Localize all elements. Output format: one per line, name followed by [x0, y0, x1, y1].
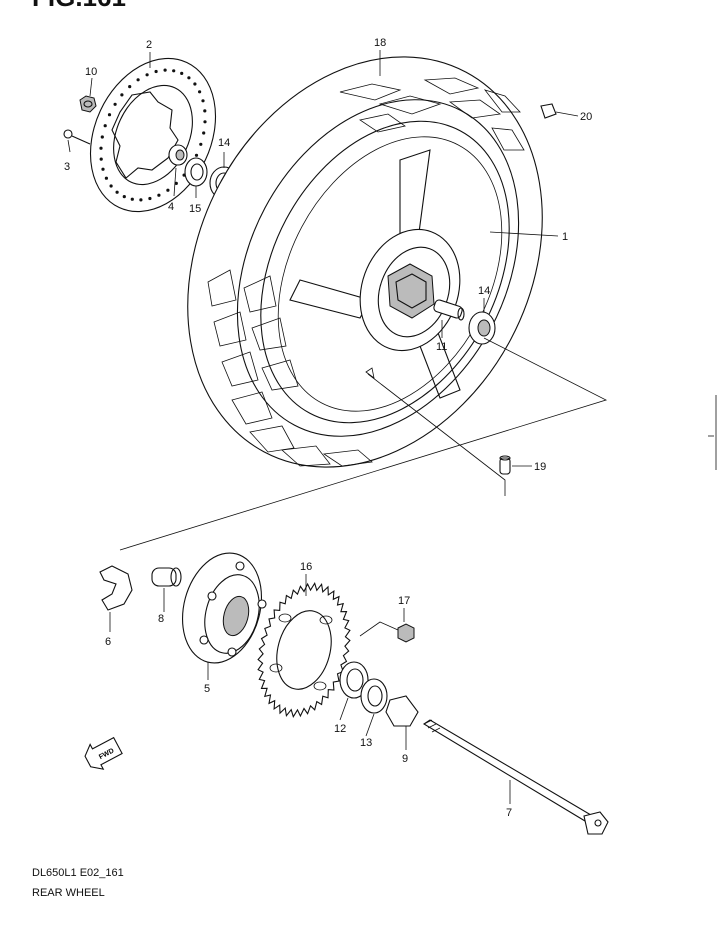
disc-hole: [109, 184, 113, 188]
disc-hole: [145, 73, 149, 77]
spacer: [168, 144, 188, 166]
figure-title: FIG.161: [32, 0, 126, 12]
callout-9: 9: [402, 753, 408, 765]
callout-20: 20: [580, 111, 592, 123]
disc-hole: [202, 131, 206, 135]
wheel-assembly: [187, 56, 543, 468]
cush-damper: [99, 565, 133, 611]
rear-sprocket: [257, 581, 351, 719]
sprocket-drum: [181, 552, 267, 664]
callout-7: 7: [506, 807, 512, 819]
callout-16: 16: [300, 561, 312, 573]
disc-hole: [157, 193, 161, 197]
disc-hole: [166, 188, 170, 192]
bearing-lower: [468, 311, 496, 345]
disc-hole: [180, 71, 184, 75]
sprocket-collar: [151, 567, 182, 587]
diagram-caption: REAR WHEEL: [32, 887, 105, 899]
disc-nut: [79, 95, 97, 113]
callout-13: 13: [360, 737, 372, 749]
disc-hole: [203, 120, 207, 124]
disc-hole: [99, 146, 103, 150]
tire-valve: [499, 455, 511, 475]
callout-11: 11: [436, 341, 447, 353]
disc-hole: [99, 157, 103, 161]
oil-seal: [184, 157, 208, 187]
disc-hole: [115, 190, 119, 194]
disc-hole: [101, 167, 105, 171]
callout-2: 2: [146, 39, 152, 51]
callout-14-lower: 14: [478, 285, 490, 297]
disc-hole: [128, 85, 132, 89]
disc-hole: [113, 102, 117, 106]
axle-spacer: [385, 695, 419, 727]
callout-3: 3: [64, 161, 70, 173]
callout-17: 17: [398, 595, 410, 607]
callout-6: 6: [105, 636, 111, 648]
diagram-code: DL650L1 E02_161: [32, 867, 124, 879]
disc-hole: [130, 197, 134, 201]
tire-tread: [207, 77, 525, 467]
callout-10: 10: [85, 66, 97, 78]
disc-hole: [107, 113, 112, 117]
disc-hole: [193, 82, 197, 86]
disc-hole: [122, 195, 126, 199]
disc-hole: [174, 181, 178, 185]
sprocket-nut: [359, 621, 415, 643]
disc-hole: [100, 135, 104, 139]
disc-hole: [120, 93, 124, 97]
brake-disc: [89, 57, 217, 213]
disc-hole: [194, 153, 199, 157]
callout-12: 12: [334, 723, 346, 735]
assembly-lines: [119, 337, 608, 551]
callout-8: 8: [158, 613, 164, 625]
callout-5: 5: [204, 683, 210, 695]
leader-lines: [67, 50, 579, 804]
callout-labels: 2 10 3 4 15 14 18 1 20 14 11 19 8 6 5 16…: [64, 37, 592, 819]
disc-hole: [136, 78, 140, 82]
disc-hole: [104, 176, 108, 180]
disc-hole: [103, 124, 107, 128]
callout-1: 1: [562, 231, 568, 243]
wheel-spacer: [433, 299, 465, 321]
balancer-weight: [540, 103, 557, 119]
callout-14-upper: 14: [218, 137, 230, 149]
callout-19: 19: [534, 461, 546, 473]
fwd-arrow-icon: FWD: [84, 736, 123, 770]
callout-4: 4: [168, 201, 174, 213]
sprocket-bearing: [339, 661, 369, 699]
disc-hole: [203, 109, 207, 113]
disc-hole: [201, 99, 205, 103]
callout-18: 18: [374, 37, 386, 49]
disc-hole: [198, 90, 202, 94]
disc-hole: [139, 198, 143, 202]
disc-hole: [148, 196, 152, 201]
disc-hole: [172, 69, 176, 73]
disc-hole: [187, 76, 191, 80]
rear-axle: [422, 719, 609, 835]
disc-bolt: [63, 129, 91, 145]
callout-15: 15: [189, 203, 201, 215]
disc-hole: [199, 142, 203, 146]
sprocket-oil-seal: [360, 678, 388, 714]
disc-hole: [163, 68, 167, 72]
disc-hole: [154, 69, 158, 74]
